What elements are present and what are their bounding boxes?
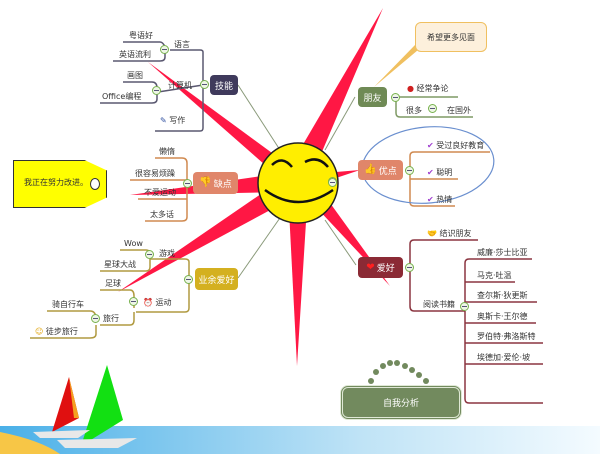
collapse-toggle[interactable] — [183, 179, 192, 188]
node-skills-label: 技能 — [214, 81, 233, 92]
friends-item-label: 经常争论 — [416, 84, 449, 93]
hobbies-travel-item-label: 徒步旅行 — [45, 327, 78, 336]
skills-computer-item[interactable]: 画图 — [127, 71, 143, 80]
node-weakness-label: 缺点 — [213, 179, 232, 190]
skills-writing-label: 写作 — [169, 116, 186, 125]
handshake-icon: 🤝 — [427, 229, 437, 238]
reading-item[interactable]: 查尔斯·狄更斯 — [477, 291, 528, 300]
collapse-toggle[interactable] — [91, 314, 100, 323]
sun-face — [257, 142, 339, 224]
strengths-item-label: 热情 — [436, 195, 453, 204]
collapse-toggle[interactable] — [129, 297, 138, 306]
node-interests[interactable]: ❤爱好 — [358, 257, 403, 278]
thumbs-up-icon: 👍 — [364, 164, 377, 175]
reading-item[interactable]: 奥斯卡·王尔德 — [477, 312, 528, 321]
note-tag-hole — [90, 178, 100, 190]
checkmark-icon: ✔ — [427, 141, 434, 150]
collapse-toggle[interactable] — [405, 263, 414, 272]
collapse-toggle[interactable] — [391, 93, 400, 102]
skills-computer[interactable]: 计算机 — [168, 81, 192, 90]
skills-language-item[interactable]: 粤语好 — [129, 31, 153, 40]
reading-item[interactable]: 埃德加·爱伦·坡 — [477, 353, 531, 362]
node-strengths-label: 优点 — [378, 166, 397, 177]
hobbies-travel-item[interactable]: 骑自行车 — [52, 300, 84, 309]
heart-icon: ❤ — [366, 261, 375, 273]
friends-many[interactable]: 很多 — [406, 106, 422, 115]
strengths-item[interactable]: ✔ 受过良好教育 — [425, 141, 486, 152]
sun-collapse-toggle[interactable] — [328, 178, 337, 187]
node-summary[interactable]: 自我分析 — [340, 385, 462, 420]
hobbies-travel[interactable]: 旅行 — [103, 314, 119, 323]
node-friends-label: 朋友 — [363, 93, 382, 104]
hobbies-sports[interactable]: ⏰ 运动 — [141, 298, 174, 309]
node-friends[interactable]: 朋友 — [358, 87, 387, 107]
weakness-item[interactable]: 懒惰 — [159, 147, 175, 156]
beach-sand — [0, 432, 60, 454]
collapse-toggle[interactable] — [428, 104, 437, 113]
checkmark-icon: ✔ — [427, 195, 434, 204]
reading-item[interactable]: 威廉·莎士比亚 — [477, 248, 528, 257]
pencil-icon: ✎ — [160, 116, 167, 125]
collapse-toggle[interactable] — [200, 80, 209, 89]
skills-language[interactable]: 语言 — [174, 40, 190, 49]
node-strengths[interactable]: 👍优点 — [358, 160, 403, 180]
strengths-item[interactable]: ✔ 聪明 — [425, 168, 454, 179]
angry-face-icon: ● — [407, 84, 414, 93]
alarm-clock-icon: ⏰ — [143, 298, 153, 307]
reading-item[interactable]: 罗伯特·弗洛斯特 — [477, 332, 536, 341]
hobbies-games-item[interactable]: 星球大战 — [104, 260, 136, 269]
interests-meet-label: 结识朋友 — [439, 229, 472, 238]
weakness-item[interactable]: 很容易烦躁 — [135, 169, 175, 178]
hobbies-games[interactable]: 游戏 — [159, 249, 175, 258]
collapse-toggle[interactable] — [405, 166, 414, 175]
skills-computer-item[interactable]: Office编程 — [102, 92, 142, 101]
hobbies-games-item[interactable]: Wow — [124, 239, 143, 248]
checkmark-icon: ✔ — [427, 168, 434, 177]
strengths-item-label: 受过良好教育 — [436, 141, 485, 150]
thought-dots — [368, 360, 429, 384]
thumbs-down-icon: 👎 — [199, 177, 212, 188]
skills-language-item[interactable]: 英语流利 — [119, 50, 151, 59]
collapse-toggle[interactable] — [184, 275, 193, 284]
hobbies-sports-item[interactable]: 足球 — [105, 279, 121, 288]
collapse-toggle[interactable] — [460, 302, 469, 311]
callout-pointer — [374, 45, 418, 87]
interests-reading[interactable]: 阅读书籍 — [423, 300, 455, 309]
reading-item[interactable]: 马克·吐温 — [477, 271, 512, 280]
node-interests-label: 爱好 — [376, 264, 395, 274]
callout-box[interactable]: 希望更多见面 — [415, 22, 487, 52]
friends-abroad[interactable]: 在国外 — [447, 106, 471, 115]
sailboats-illustration — [33, 365, 137, 448]
note-text: 我正在努力改进。 — [24, 178, 88, 187]
strengths-item-label: 聪明 — [436, 168, 453, 177]
weakness-item[interactable]: 不爱运动 — [144, 188, 176, 197]
node-summary-label: 自我分析 — [382, 399, 419, 409]
strengths-item[interactable]: ✔ 热情 — [425, 195, 454, 206]
friends-item[interactable]: ● 经常争论 — [405, 84, 451, 95]
node-weakness[interactable]: 👎缺点 — [193, 172, 238, 194]
collapse-toggle[interactable] — [145, 250, 154, 259]
node-skills[interactable]: 技能 — [210, 75, 238, 95]
node-hobbies-label: 业余爱好 — [198, 275, 235, 286]
weakness-item[interactable]: 太多话 — [150, 210, 174, 219]
callout-text: 希望更多见面 — [427, 32, 475, 42]
collapse-toggle[interactable] — [152, 86, 161, 95]
collapse-toggle[interactable] — [160, 45, 169, 54]
skills-writing[interactable]: ✎ 写作 — [158, 116, 187, 127]
smiley-icon: ☺ — [35, 327, 44, 336]
hobbies-sports-label: 运动 — [155, 298, 172, 307]
interests-meet[interactable]: 🤝 结识朋友 — [425, 229, 474, 240]
node-hobbies[interactable]: 业余爱好 — [195, 268, 238, 290]
hobbies-travel-item[interactable]: ☺ 徒步旅行 — [33, 327, 80, 338]
